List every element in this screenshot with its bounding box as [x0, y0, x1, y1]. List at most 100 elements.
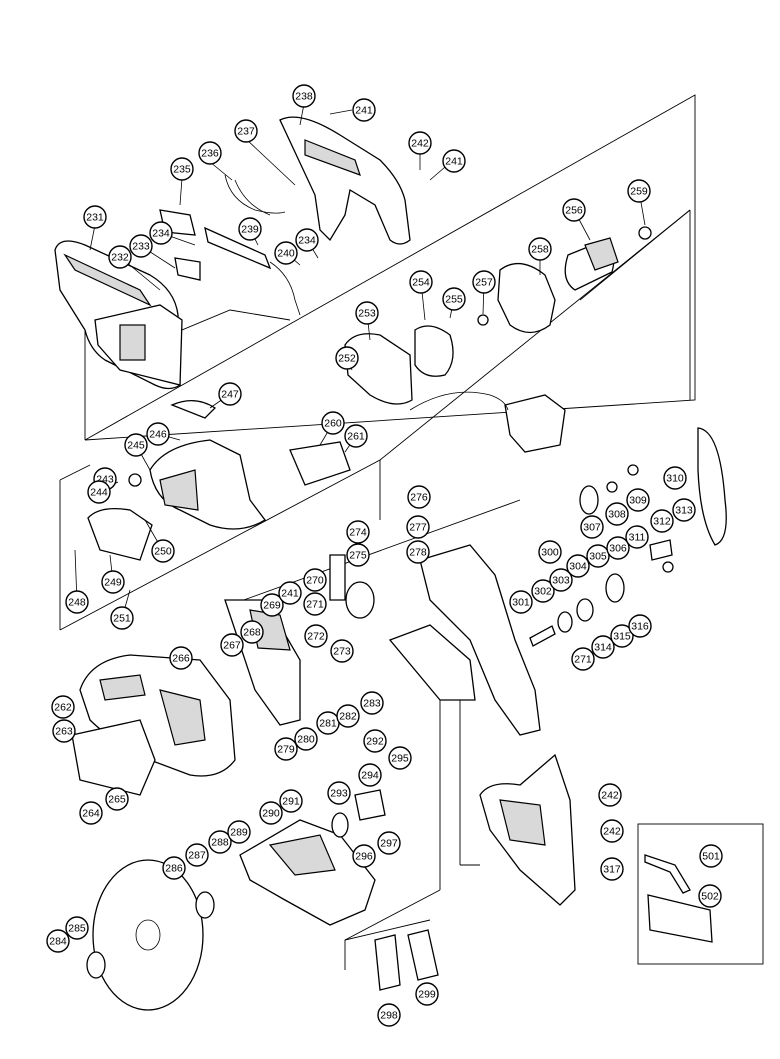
callout-circle — [562, 198, 586, 222]
callout-308: 308 — [605, 502, 629, 526]
callout-circle — [274, 737, 298, 761]
callout-number: 236 — [201, 148, 219, 160]
callout-circle — [409, 270, 433, 294]
belt-cover — [479, 753, 576, 906]
callout-circle — [110, 606, 134, 630]
callout-circle — [598, 783, 622, 807]
callout-number: 233 — [132, 241, 150, 253]
callout-297: 297 — [377, 831, 401, 855]
callout-circle — [663, 466, 687, 490]
saw-arm — [71, 544, 541, 796]
callout-number: 277 — [409, 522, 427, 534]
callout-236: 236 — [198, 141, 222, 165]
callout-circle — [292, 84, 316, 108]
callout-number: 274 — [349, 527, 367, 539]
callout-number: 303 — [552, 575, 570, 587]
callout-284: 284 — [46, 929, 70, 953]
callout-306: 306 — [606, 536, 630, 560]
callout-304: 304 — [566, 554, 590, 578]
callout-circle — [234, 119, 258, 143]
callout-circle — [279, 789, 303, 813]
callout-273: 273 — [330, 639, 354, 663]
callout-number: 312 — [653, 516, 671, 528]
callout-number: 252 — [338, 353, 356, 365]
callout-314: 314 — [591, 635, 615, 659]
callout-number: 298 — [380, 1010, 398, 1022]
callout-238: 238 — [292, 84, 316, 108]
callout-283: 283 — [360, 691, 384, 715]
callout-number: 273 — [333, 646, 351, 658]
callout-279: 279 — [274, 737, 298, 761]
callout-circle — [278, 581, 302, 605]
callout-number: 239 — [241, 224, 259, 236]
callout-300: 300 — [538, 540, 562, 564]
callout-number: 235 — [173, 164, 191, 176]
callout-260: 260 — [321, 411, 345, 435]
callout-number: 294 — [361, 770, 379, 782]
callout-number: 261 — [347, 431, 365, 443]
callout-number: 313 — [675, 505, 693, 517]
callout-circle — [442, 287, 466, 311]
callout-number: 264 — [82, 808, 100, 820]
callout-circle — [346, 520, 370, 544]
callout-circle — [295, 228, 319, 252]
callout-number: 266 — [172, 653, 190, 665]
callout-circle — [360, 691, 384, 715]
callout-circle — [108, 245, 132, 269]
callout-502: 502 — [698, 884, 722, 908]
callout-number: 275 — [349, 550, 367, 562]
callout-circle — [591, 635, 615, 659]
callout-number: 250 — [154, 546, 172, 558]
callout-270: 270 — [303, 568, 327, 592]
callout-circle — [358, 763, 382, 787]
callout-number: 296 — [355, 851, 373, 863]
callout-298: 298 — [377, 1003, 401, 1027]
callout-circle — [352, 844, 376, 868]
callout-280: 280 — [294, 727, 318, 751]
callout-number: 237 — [237, 126, 255, 138]
callout-circle — [335, 346, 359, 370]
callout-292: 292 — [363, 729, 387, 753]
callout-287: 287 — [185, 843, 209, 867]
callout-circle — [355, 301, 379, 325]
callout-number: 257 — [475, 277, 493, 289]
callout-number: 242 — [411, 138, 429, 150]
callout-number: 282 — [339, 711, 357, 723]
callout-circle — [415, 982, 439, 1006]
callout-circle — [220, 633, 244, 657]
callout-number: 317 — [603, 864, 621, 876]
callout-number: 292 — [366, 736, 384, 748]
callout-number: 265 — [108, 794, 126, 806]
callout-number: 288 — [211, 837, 229, 849]
callout-317: 317 — [600, 857, 624, 881]
callout-circle — [408, 131, 432, 155]
callout-294: 294 — [358, 763, 382, 787]
callout-number: 241 — [281, 588, 299, 600]
callout-circle — [218, 382, 242, 406]
callout-number: 314 — [594, 642, 612, 654]
callout-labels: 2312322332342352362372382392402412422412… — [46, 84, 723, 1027]
callout-circle — [129, 234, 153, 258]
callout-number: 307 — [583, 522, 601, 534]
callout-286: 286 — [162, 856, 186, 880]
callout-circle — [170, 157, 194, 181]
callout-circle — [698, 884, 722, 908]
callout-number: 310 — [666, 473, 684, 485]
callout-number: 297 — [380, 838, 398, 850]
callout-number: 247 — [221, 389, 239, 401]
callout-232: 232 — [108, 245, 132, 269]
callout-number: 308 — [608, 509, 626, 521]
callout-circle — [571, 647, 595, 671]
callout-circle — [65, 590, 89, 614]
callout-circle — [625, 525, 649, 549]
callout-256: 256 — [562, 198, 586, 222]
callout-circle — [52, 719, 76, 743]
callout-315: 315 — [610, 624, 634, 648]
callout-276: 276 — [407, 485, 431, 509]
callout-number: 302 — [534, 586, 552, 598]
callout-number: 291 — [282, 796, 300, 808]
callout-circle — [185, 843, 209, 867]
callout-circle — [65, 916, 89, 940]
callout-circle — [51, 695, 75, 719]
